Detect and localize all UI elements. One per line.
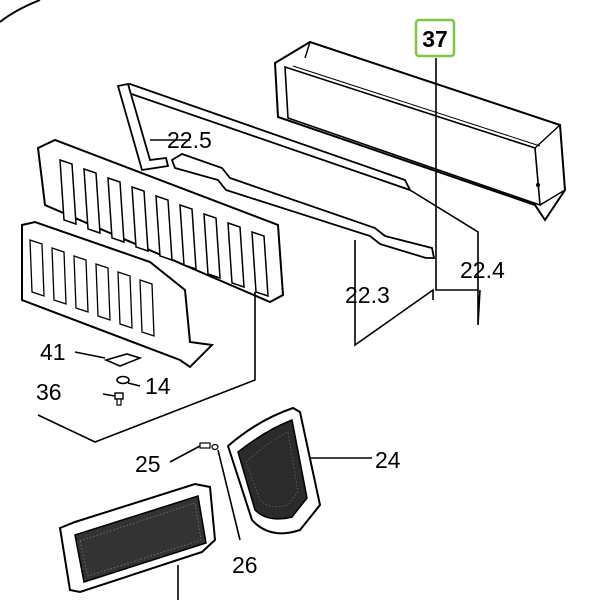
grille-slot [155, 194, 173, 262]
leader-41 [74, 351, 106, 359]
housing-slot [95, 263, 111, 321]
part-22-3-bar[interactable] [170, 153, 436, 259]
leader-housing [37, 292, 256, 443]
housing-slot [73, 255, 89, 313]
label-41[interactable]: 41 [40, 339, 66, 365]
part-bottom-filter[interactable] [58, 482, 217, 594]
label-22-5[interactable]: 22.5 [167, 127, 212, 153]
label-14[interactable]: 14 [145, 373, 171, 399]
label-24[interactable]: 24 [375, 447, 401, 473]
housing-slot [51, 247, 67, 305]
highlight-box-37 [414, 18, 456, 58]
leader-26 [217, 449, 241, 541]
label-26[interactable]: 26 [232, 552, 258, 578]
grille-slot [203, 212, 221, 280]
leader-22-4 [409, 189, 481, 326]
housing-slot [117, 271, 133, 329]
label-25[interactable]: 25 [135, 451, 161, 477]
part-housing-lower[interactable] [21, 220, 215, 369]
label-22-4[interactable]: 22.4 [460, 257, 505, 283]
label-22-3[interactable]: 22.3 [345, 282, 390, 308]
part-24-vent[interactable] [226, 406, 322, 535]
part-grille-front[interactable] [36, 138, 285, 304]
leader-25 [169, 445, 201, 463]
housing-slot [139, 279, 155, 337]
grille-slot [59, 158, 77, 226]
leader-14 [127, 382, 141, 387]
part-41-bracket[interactable] [103, 353, 143, 367]
housing-slot [29, 239, 45, 297]
grille-slot [131, 185, 149, 253]
grille-slot [179, 203, 197, 271]
leader-37 [435, 58, 478, 291]
grille-slot [83, 167, 101, 235]
part-14-washer[interactable] [116, 375, 130, 385]
leader-lines [37, 58, 481, 600]
grille-slot [227, 221, 245, 289]
part-26-clip[interactable] [211, 443, 219, 451]
arc-fragment [0, 0, 41, 23]
grille-slot [107, 176, 125, 244]
label-36[interactable]: 36 [36, 379, 62, 405]
part-36-screw[interactable] [114, 392, 124, 406]
leader-36 [102, 393, 116, 397]
grille-slot [251, 230, 269, 298]
part-22-5-rod[interactable] [116, 82, 412, 192]
part-25-pin[interactable] [199, 442, 211, 449]
part-37-filter-panel[interactable] [273, 40, 567, 222]
leader-22-3 [354, 240, 434, 347]
label-37[interactable]: 37 [422, 26, 448, 52]
